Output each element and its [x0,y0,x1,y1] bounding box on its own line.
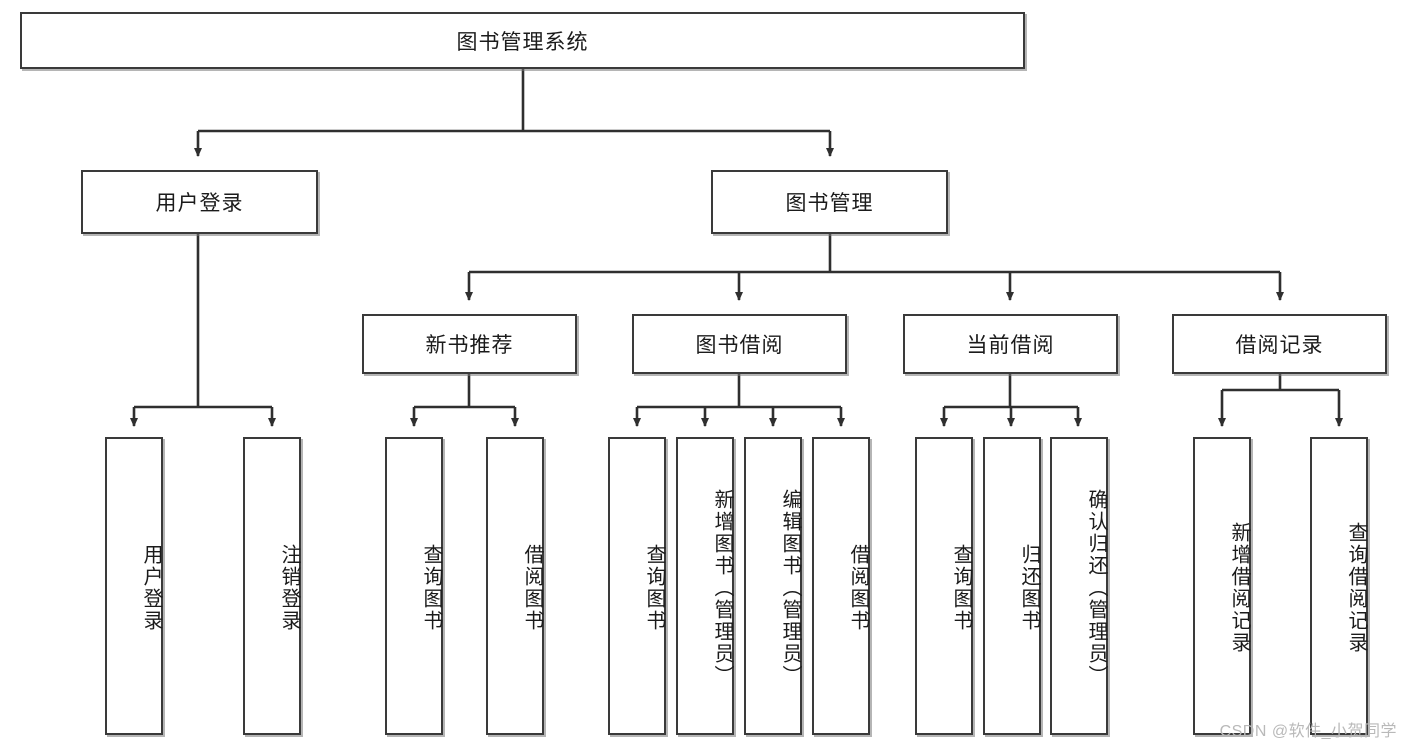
node-user-login-label: 用户登录 [155,192,244,215]
node-current-borrow[interactable]: 当前借阅 [903,314,1118,374]
node-root-label: 图书管理系统 [456,30,589,54]
node-book-borrow[interactable]: 图书借阅 [632,314,847,374]
watermark: CSDN @软件_小贺同学 [1219,723,1397,740]
leaf-borrow-book-1-label: 借阅图书 [521,544,543,632]
leaf-borrow-book-1[interactable]: 借阅图书 [486,437,544,735]
leaf-query-book-1[interactable]: 查询图书 [385,437,443,735]
leaf-add-record[interactable]: 新增借阅记录 [1193,437,1251,735]
leaf-query-book-3-label: 查询图书 [950,544,972,632]
node-root[interactable]: 图书管理系统 [20,12,1025,69]
leaf-user-login-label: 用户登录 [140,544,162,632]
leaf-user-logout-label: 注销登录 [278,544,300,632]
leaf-add-record-label: 新增借阅记录 [1228,522,1250,654]
node-book-manage[interactable]: 图书管理 [711,170,948,234]
leaf-query-book-1-label: 查询图书 [420,544,442,632]
node-user-login[interactable]: 用户登录 [81,170,318,234]
node-borrow-record-label: 借阅记录 [1235,334,1324,357]
leaf-query-record-label: 查询借阅记录 [1345,522,1367,654]
leaf-user-login[interactable]: 用户登录 [105,437,163,735]
leaf-edit-book-label: 编辑图书（管理员） [779,489,801,687]
leaf-borrow-book-2-label: 借阅图书 [847,544,869,632]
leaf-confirm-return[interactable]: 确认归还（管理员） [1050,437,1108,735]
leaf-return-book-label: 归还图书 [1018,544,1040,632]
leaf-edit-book[interactable]: 编辑图书（管理员） [744,437,802,735]
leaf-user-logout[interactable]: 注销登录 [243,437,301,735]
node-current-borrow-label: 当前借阅 [966,334,1055,357]
node-book-manage-label: 图书管理 [785,192,874,215]
node-book-borrow-label: 图书借阅 [695,334,784,357]
leaf-query-record[interactable]: 查询借阅记录 [1310,437,1368,735]
leaf-query-book-3[interactable]: 查询图书 [915,437,973,735]
leaf-confirm-return-label: 确认归还（管理员） [1085,489,1107,687]
leaf-query-book-2-label: 查询图书 [643,544,665,632]
leaf-add-book[interactable]: 新增图书（管理员） [676,437,734,735]
node-new-book-rec[interactable]: 新书推荐 [362,314,577,374]
leaf-return-book[interactable]: 归还图书 [983,437,1041,735]
leaf-query-book-2[interactable]: 查询图书 [608,437,666,735]
node-borrow-record[interactable]: 借阅记录 [1172,314,1387,374]
leaf-add-book-label: 新增图书（管理员） [711,489,733,687]
node-new-book-rec-label: 新书推荐 [425,334,514,357]
leaf-borrow-book-2[interactable]: 借阅图书 [812,437,870,735]
